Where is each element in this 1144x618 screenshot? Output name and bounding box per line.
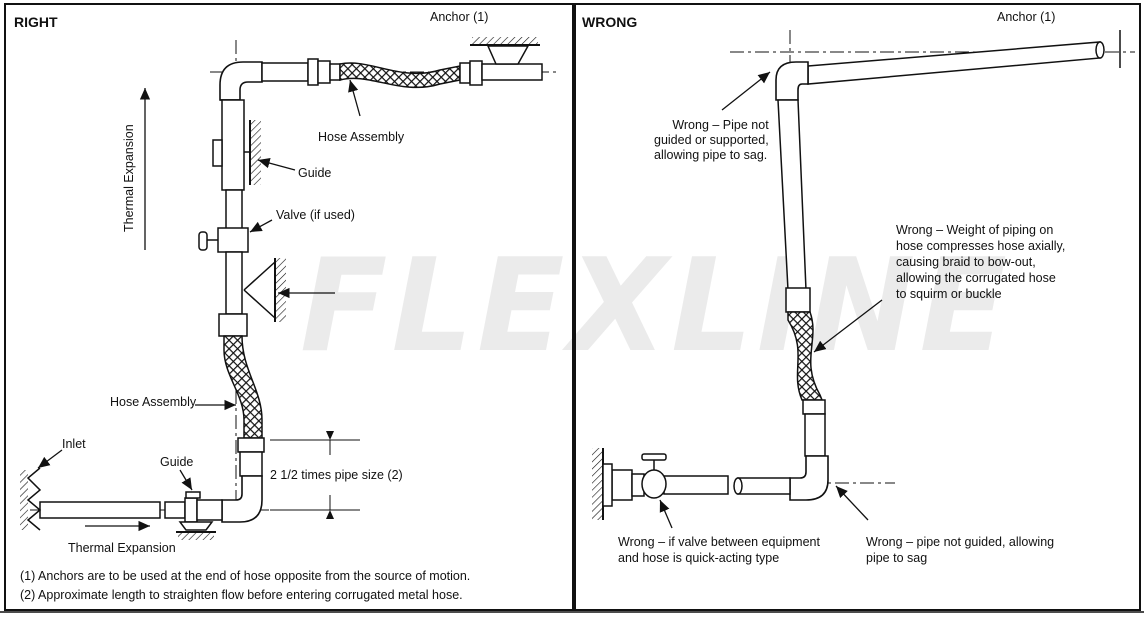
wrong-top-elbow bbox=[775, 61, 809, 101]
wrong-callouts bbox=[659, 71, 883, 529]
right-thermal-vertical-label: Thermal Expansion bbox=[122, 124, 136, 232]
right-thermal-horizontal-label: Thermal Expansion bbox=[68, 541, 176, 555]
wrong-anchor-label: Anchor (1) bbox=[997, 10, 1056, 24]
footnote-1: (1) Anchors are to be used at the end of… bbox=[20, 569, 471, 583]
wrong-sag-callout: Wrong – Pipe not guided or supported, al… bbox=[654, 118, 769, 163]
right-hose-mid-label: Hose Assembly bbox=[110, 395, 197, 409]
right-dimension bbox=[270, 431, 360, 519]
wrong-bottom-elbow bbox=[789, 455, 829, 501]
wrong-valve-line: Wrong – if valve between equipment bbox=[618, 535, 820, 549]
right-anchor bbox=[470, 37, 540, 65]
wrong-valve bbox=[611, 453, 667, 501]
wrong-top-pipe bbox=[807, 41, 1105, 85]
right-guide-bottom-label: Guide bbox=[160, 455, 194, 469]
right-top-elbow bbox=[219, 61, 263, 101]
right-guide-bottom bbox=[176, 491, 216, 540]
right-inlet-label: Inlet bbox=[62, 437, 86, 451]
right-support bbox=[243, 258, 286, 322]
wrong-valve-line: and hose is quick-acting type bbox=[618, 551, 780, 565]
wrong-weight-line: causing braid to bow-out, bbox=[896, 255, 1036, 269]
wrong-vertical-pipe bbox=[777, 99, 811, 313]
wrong-bottom-pipe bbox=[663, 475, 791, 495]
right-guide-top-label: Guide bbox=[298, 166, 332, 180]
wrong-weight-callout: Wrong – Weight of piping on hose compres… bbox=[896, 222, 1065, 302]
wrong-wall bbox=[592, 448, 613, 520]
wrong-guide-callout: Wrong – pipe not guided, allowing pipe t… bbox=[866, 534, 1054, 566]
right-top-pipe bbox=[261, 58, 543, 89]
right-valve-label: Valve (if used) bbox=[276, 208, 355, 222]
wrong-panel-title: WRONG bbox=[582, 14, 638, 30]
wrong-buckled-hose bbox=[787, 311, 826, 457]
panel-frames bbox=[0, 3, 1144, 613]
right-anchor-label: Anchor (1) bbox=[430, 10, 489, 24]
right-pipe-size-label: 2 1/2 times pipe size (2) bbox=[270, 468, 403, 482]
wrong-sag-line: Wrong – Pipe not bbox=[672, 118, 769, 132]
wrong-weight-line: hose compresses hose axially, bbox=[896, 239, 1066, 253]
right-hose-top-label: Hose Assembly bbox=[318, 130, 405, 144]
right-panel-title: RIGHT bbox=[14, 14, 58, 30]
right-valve bbox=[198, 231, 218, 251]
wrong-weight-line: allowing the corrugated hose bbox=[896, 271, 1056, 285]
wrong-sag-line: allowing pipe to sag. bbox=[654, 148, 768, 162]
right-guide-top bbox=[244, 120, 261, 185]
right-bottom-elbow bbox=[221, 475, 263, 523]
right-inlet-wall bbox=[20, 467, 42, 531]
right-bottom-pipe bbox=[39, 497, 223, 523]
right-hose-vertical bbox=[223, 335, 265, 477]
wrong-guide-line: Wrong – pipe not guided, allowing bbox=[866, 535, 1055, 549]
wrong-weight-line: Wrong – Weight of piping on bbox=[896, 223, 1054, 237]
wrong-weight-line: to squirm or buckle bbox=[896, 287, 1002, 301]
flexline-watermark: FLEXLINE bbox=[300, 232, 1011, 381]
right-callouts bbox=[37, 79, 361, 532]
wrong-guide-line: pipe to sag bbox=[866, 551, 928, 565]
footnote-2: (2) Approximate length to straighten flo… bbox=[20, 588, 463, 602]
right-vertical-pipe bbox=[212, 99, 249, 337]
wrong-sag-line: guided or supported, bbox=[654, 133, 769, 147]
wrong-valve-callout: Wrong – if valve between equipment and h… bbox=[618, 534, 820, 566]
